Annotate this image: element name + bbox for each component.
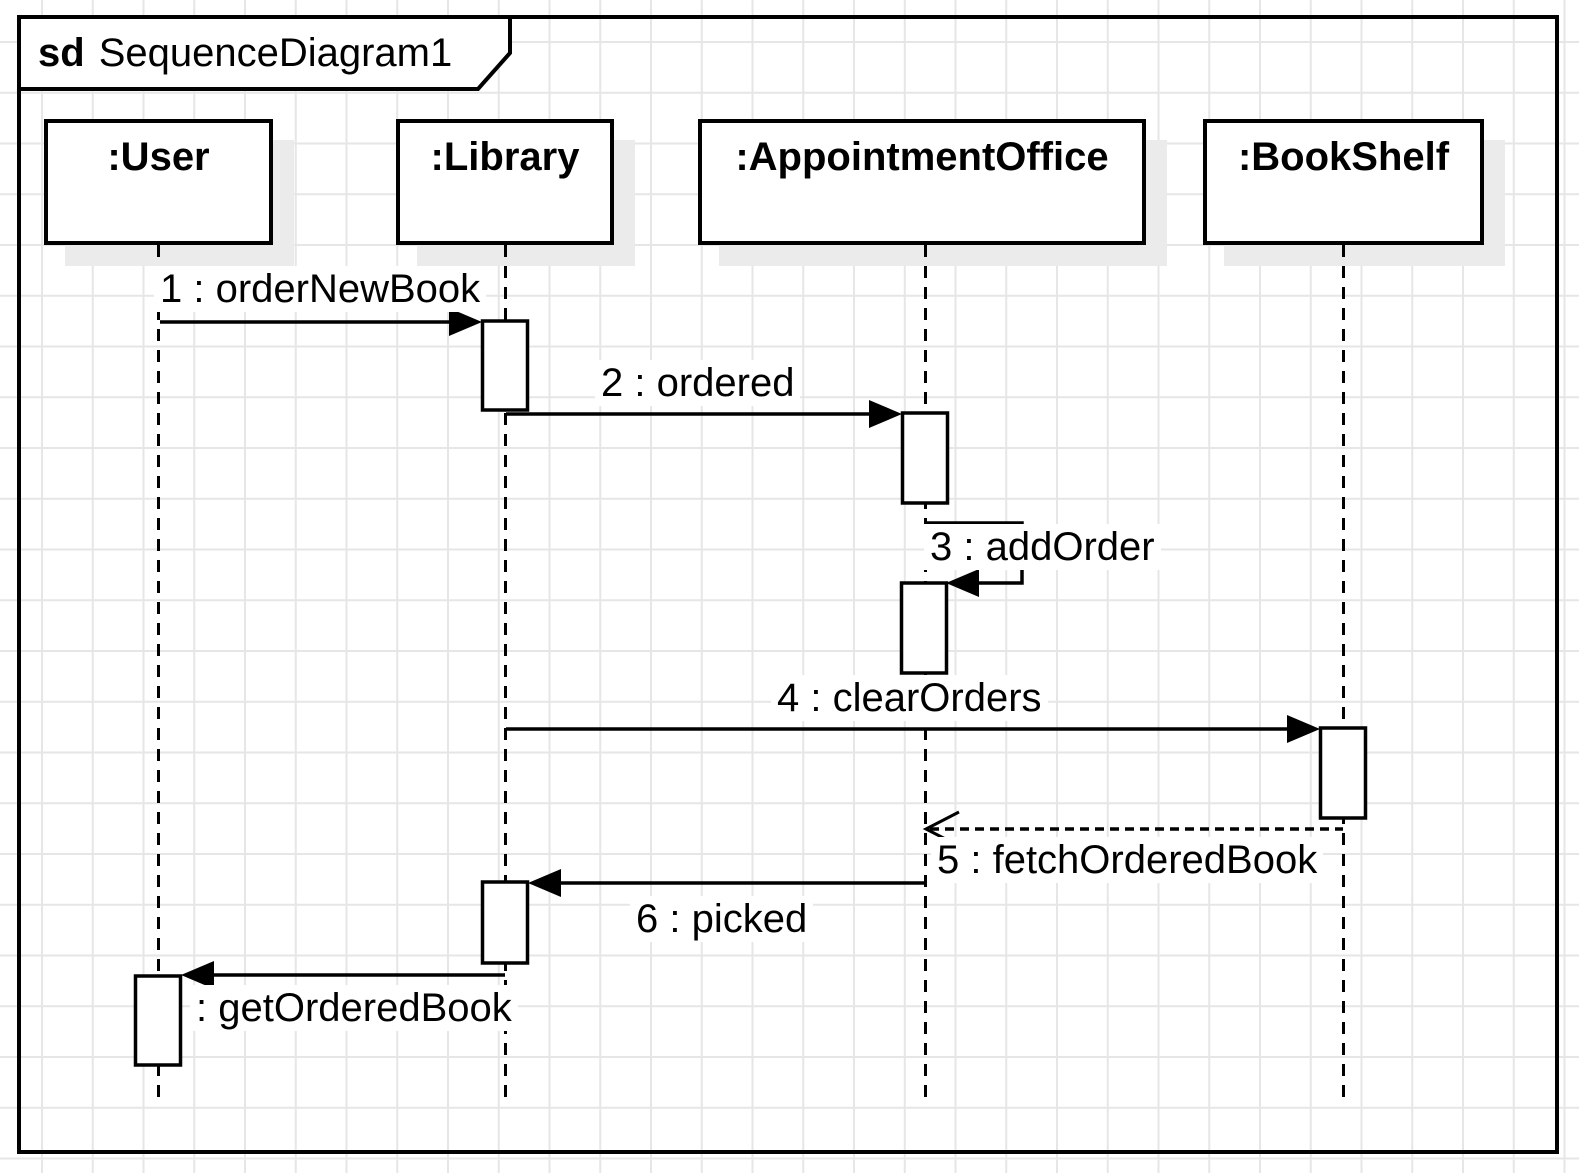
- sequence-diagram-frame[interactable]: [17, 15, 1559, 1154]
- message-1-arrow[interactable]: [160, 308, 482, 336]
- lifeline-head-user[interactable]: :User: [44, 119, 273, 245]
- lifeline-label-appointment-office: :AppointmentOffice: [735, 135, 1109, 179]
- message-1-label[interactable]: 1 : orderNewBook: [154, 266, 487, 312]
- message-1-arrowhead-icon: [449, 308, 482, 336]
- message-3-arrowhead-icon: [946, 569, 979, 597]
- message-4-arrow[interactable]: [506, 715, 1320, 743]
- message-4-arrowhead-icon: [1287, 715, 1320, 743]
- frame-title: sd SequenceDiagram1: [38, 31, 452, 75]
- activation-user[interactable]: [133, 974, 183, 1067]
- lifeline-head-library[interactable]: :Library: [396, 119, 614, 245]
- lifeline-label-user: :User: [107, 135, 210, 179]
- message-7-label[interactable]: : getOrderedBook: [190, 985, 518, 1031]
- frame-title-tab[interactable]: [17, 15, 512, 91]
- lifeline-head-bookshelf[interactable]: :BookShelf: [1203, 119, 1484, 245]
- activation-appointment-office-1[interactable]: [900, 411, 950, 505]
- message-6-arrow[interactable]: [528, 869, 925, 897]
- message-3-label[interactable]: 3 : addOrder: [924, 524, 1161, 570]
- lifeline-label-bookshelf: :BookShelf: [1237, 135, 1450, 179]
- lifeline-label-library: :Library: [430, 135, 580, 179]
- message-2-label[interactable]: 2 : ordered: [595, 360, 801, 406]
- message-7-arrowhead-icon: [181, 961, 214, 989]
- message-6-arrowhead-icon: [528, 869, 561, 897]
- frame-name: SequenceDiagram1: [98, 31, 453, 75]
- activation-appointment-office-2[interactable]: [899, 581, 949, 675]
- activation-bookshelf[interactable]: [1318, 726, 1368, 820]
- message-5-label[interactable]: 5 : fetchOrderedBook: [931, 837, 1324, 883]
- activation-library-2[interactable]: [480, 880, 530, 965]
- message-2-arrow[interactable]: [506, 400, 902, 428]
- message-6-label[interactable]: 6 : picked: [630, 896, 814, 942]
- frame-keyword: sd: [38, 31, 85, 75]
- lifeline-head-appointment-office[interactable]: :AppointmentOffice: [698, 119, 1146, 245]
- message-7-arrow[interactable]: [181, 961, 505, 989]
- message-2-arrowhead-icon: [869, 400, 902, 428]
- message-4-label[interactable]: 4 : clearOrders: [771, 675, 1048, 721]
- activation-library-1[interactable]: [480, 319, 530, 412]
